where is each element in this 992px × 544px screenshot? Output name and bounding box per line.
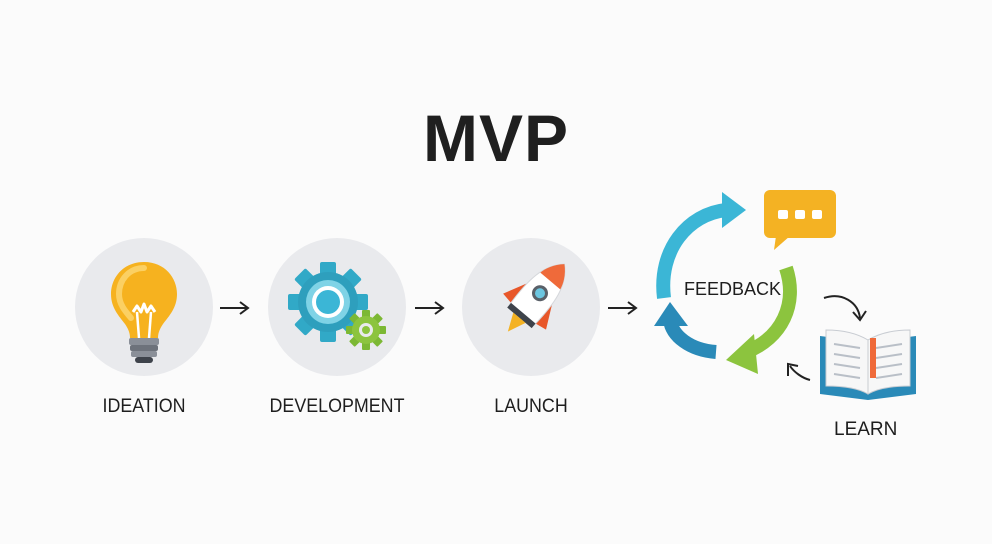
chat-bubble-icon xyxy=(764,190,836,250)
launch-label: LAUNCH xyxy=(494,396,568,417)
feedback-cycle: FEEDBACK LEARN xyxy=(654,190,916,440)
arrow-right-icon xyxy=(415,301,445,315)
launch-circle xyxy=(462,238,600,376)
cycle-arrow-cyan xyxy=(656,192,746,299)
learn-label: LEARN xyxy=(834,419,897,440)
page-title: MVP xyxy=(422,101,570,175)
ideation-circle xyxy=(75,238,213,376)
arrow-right-icon xyxy=(220,301,250,315)
development-circle xyxy=(268,238,406,376)
cycle-arrow-green xyxy=(726,265,797,374)
arrow-right-icon xyxy=(608,301,638,315)
development-label: DEVELOPMENT xyxy=(269,396,405,417)
rocket-icon xyxy=(503,263,566,332)
gears-icon xyxy=(288,262,386,350)
lightbulb-icon xyxy=(111,262,177,363)
cycle-arrow-blue xyxy=(654,302,717,359)
feedback-label: FEEDBACK xyxy=(684,279,781,299)
curved-arrow-down-icon xyxy=(823,295,867,322)
open-book-icon xyxy=(820,329,916,400)
ideation-label: IDEATION xyxy=(102,396,186,417)
curved-arrow-left-icon xyxy=(787,362,811,381)
